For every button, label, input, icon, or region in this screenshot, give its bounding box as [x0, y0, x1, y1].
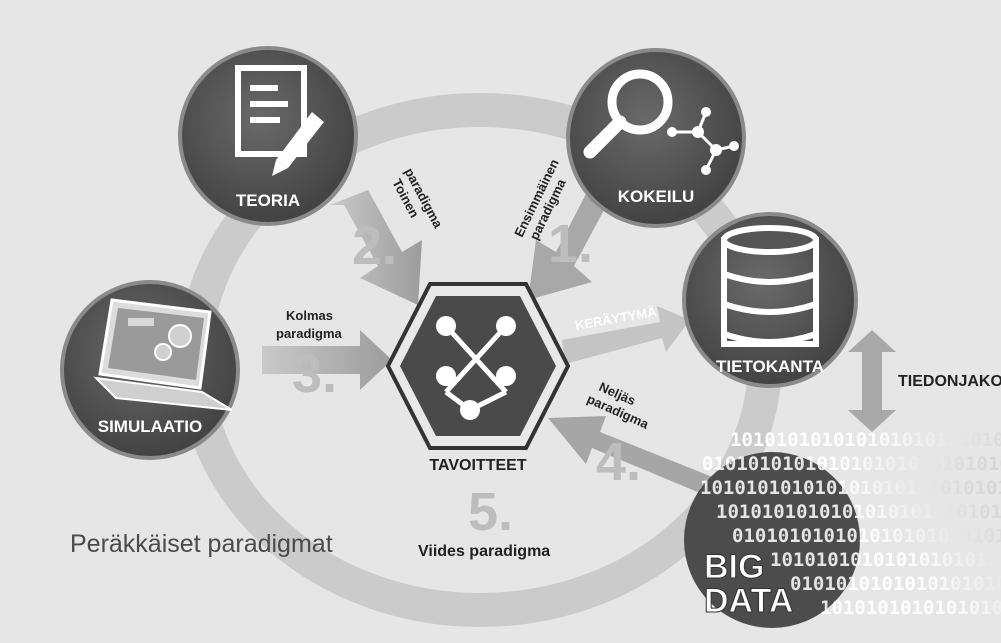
svg-text:1010101010101010101010101010: 1010101010101010101010101010 — [700, 477, 1001, 499]
svg-text:10101010101010101010101010: 10101010101010101010101010 — [820, 597, 1001, 619]
svg-text:1010101010101010101010101010: 1010101010101010101010101010 — [716, 501, 1001, 523]
arrow-keraytyma — [562, 306, 690, 364]
document-pencil-icon — [235, 65, 324, 176]
node-label-tavoitteet: TAVOITTEET — [429, 457, 526, 474]
big-data-line2: DATA — [704, 582, 793, 620]
node-label-teoria: TEORIA — [236, 191, 300, 210]
diagram-caption: Peräkkäiset paradigmat — [70, 530, 333, 558]
node-teoria: TEORIA — [178, 46, 358, 226]
node-kokeilu: KOKEILU — [566, 48, 746, 228]
flow-label-tiedonjako: TIEDONJAKO — [898, 373, 1001, 390]
svg-text:1010101010101010101010101010: 1010101010101010101010101010 — [730, 429, 1001, 451]
node-big-data: 1010101010101010101010101010 01010101010… — [684, 452, 1001, 628]
paradigm-number-1: 1. — [548, 214, 593, 274]
node-simulaatio: SIMULAATIO — [60, 280, 240, 460]
arrow-tiedonjako — [848, 330, 896, 432]
paradigm-number-4: 4. — [596, 432, 641, 492]
node-label-tietokanta: TIETOKANTA — [716, 357, 824, 376]
arrow-second-paradigm — [330, 190, 422, 305]
paradigm-number-3: 3. — [292, 344, 337, 404]
arrow-third-paradigm — [262, 330, 392, 390]
big-data-line1: BIG — [704, 548, 764, 586]
node-tavoitteet: TAVOITTEET — [385, 282, 571, 474]
paradigm-number-2: 2. — [352, 216, 397, 276]
magnifier-molecule-icon — [583, 69, 739, 175]
label-third-paradigm-line2: paradigma — [276, 326, 343, 341]
svg-text:010101010101010101010101010: 010101010101010101010101010 — [790, 573, 1001, 595]
node-label-simulaatio: SIMULAATIO — [98, 417, 203, 436]
arrow-fourth-paradigm — [548, 416, 720, 498]
label-fifth-paradigm: Viides paradigma — [418, 543, 550, 560]
arrow-first-paradigm — [528, 190, 620, 300]
network-nodes-icon — [436, 316, 516, 420]
label-third-paradigm-line1: Kolmas — [286, 308, 333, 323]
svg-text:0101010101010101010101010101: 0101010101010101010101010101 — [732, 525, 1001, 547]
svg-text:1010101010101010101010101010: 1010101010101010101010101010 — [770, 549, 1001, 571]
paradigm-number-5: 5. — [468, 482, 513, 542]
database-icon — [721, 225, 819, 347]
laptop-gears-icon — [93, 298, 233, 411]
node-tietokanta: TIETOKANTA — [682, 212, 858, 388]
node-label-kokeilu: KOKEILU — [618, 187, 695, 206]
